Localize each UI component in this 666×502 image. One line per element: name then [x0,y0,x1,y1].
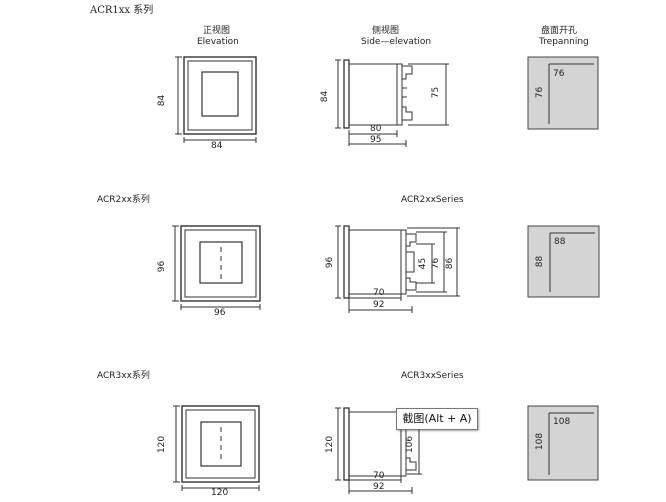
dim-cutout-width-r2: 88 [554,237,566,247]
front-view-r1 [175,56,257,143]
dim-front-width-r3: 120 [211,488,229,498]
dim-side-inner3-r2: 86 [445,257,456,270]
dim-side-inner-r1: 75 [431,86,442,99]
cutout-r3 [527,405,599,481]
dim-front-width-r2: 96 [214,308,226,318]
acr3-series-header: ACR3xx系列 [97,371,150,381]
dim-front-height-r2: 96 [157,260,168,273]
side-view-title-en: Side—elevation [361,37,432,47]
dim-cutout-width-r1: 76 [553,69,565,79]
acr2-series-header-en: ACR2xxSeries [401,195,464,205]
front-view-r3 [173,405,260,491]
dim-side-depth2-r3: 92 [373,482,385,492]
side-view-r1 [335,59,449,147]
panel-view-title-en: Trepanning [539,37,589,47]
front-view-title-cn: 正视图 [203,26,231,36]
dim-side-inner1-r2: 45 [418,257,429,270]
dim-side-depth2-r2: 92 [373,300,385,310]
dim-side-depth2-r1: 95 [370,135,382,145]
dim-side-inner-r3: 106 [405,435,416,454]
front-view-title-en: Elevation [197,37,239,47]
dim-side-height-r2: 96 [325,256,336,269]
cutout-r2 [527,225,600,298]
dim-front-width-r1: 84 [211,141,223,151]
dim-cutout-height-r1: 76 [535,86,546,99]
dim-front-height-r1: 84 [157,94,168,107]
dim-side-height-r1: 84 [320,90,331,103]
dim-side-depth1-r2: 70 [373,288,385,298]
screenshot-tooltip: 截图(Alt + A) [396,408,478,430]
acr3-series-header-en: ACR3xxSeries [401,371,464,381]
dim-cutout-height-r3: 108 [535,432,546,451]
dim-side-inner2-r2: 76 [431,257,442,270]
dim-side-height-r3: 120 [325,435,336,454]
dim-cutout-height-r2: 88 [535,255,546,268]
cutout-r1 [527,56,599,130]
side-view-title-cn: 侧视图 [372,26,400,36]
side-view-r2 [335,225,460,313]
dim-side-depth1-r3: 70 [373,471,385,481]
dim-cutout-width-r3: 108 [553,417,571,427]
dim-side-depth1-r1: 80 [370,124,382,134]
acr1-series-header: ACR1xx 系列 [90,5,154,16]
acr2-series-header: ACR2xx系列 [97,195,150,205]
panel-view-title-cn: 盘面开孔 [541,26,578,36]
dim-front-height-r3: 120 [157,435,168,454]
front-view-r2 [172,225,261,310]
